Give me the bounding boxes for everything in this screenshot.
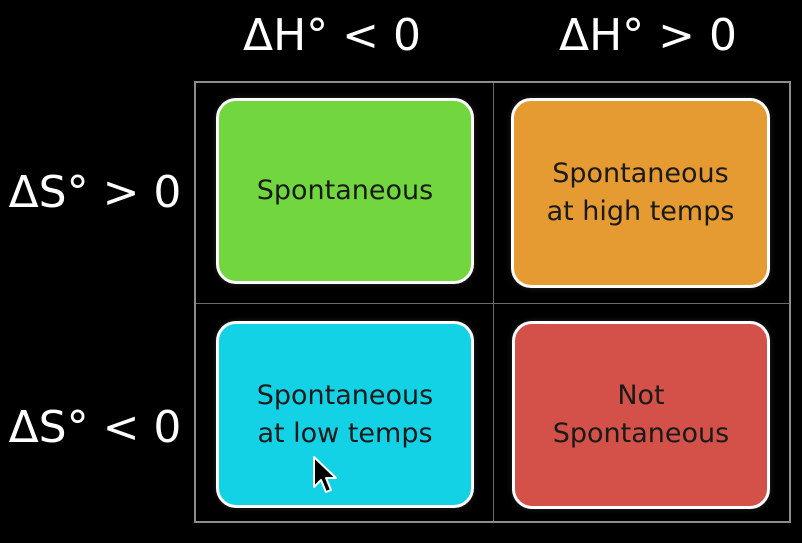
column-header-dh-positive: ΔH° > 0 xyxy=(558,10,738,61)
cell-spontaneous: Spontaneous xyxy=(216,98,474,284)
row-header-ds-negative: ΔS° < 0 xyxy=(8,402,182,453)
cell-spontaneous-low-temps: Spontaneous at low temps xyxy=(216,321,474,508)
cell-text-line: Spontaneous xyxy=(552,158,729,189)
cell-text-line: at low temps xyxy=(257,417,433,449)
cell-text-line: at high temps xyxy=(546,196,735,227)
grid-divider-horizontal xyxy=(196,303,789,304)
column-header-dh-negative: ΔH° < 0 xyxy=(242,10,422,61)
grid-frame xyxy=(194,81,791,523)
cell-text-line: Spontaneous xyxy=(256,379,434,411)
cell-not-spontaneous: Not Spontaneous xyxy=(512,321,770,509)
row-header-ds-positive: ΔS° > 0 xyxy=(8,167,182,218)
cell-spontaneous-high-temps: Spontaneous at high temps xyxy=(511,98,770,288)
cell-text-line: Spontaneous xyxy=(256,175,434,206)
cell-text-line: Spontaneous xyxy=(552,418,730,449)
cell-text-line: Not xyxy=(617,380,665,411)
mouse-pointer-icon xyxy=(313,456,337,493)
grid-divider-vertical xyxy=(493,83,494,521)
